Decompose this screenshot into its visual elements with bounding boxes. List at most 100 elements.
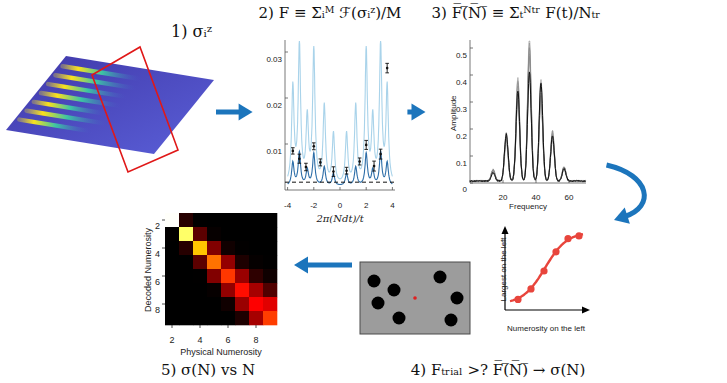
error-bar	[366, 140, 367, 149]
data-point	[365, 144, 368, 147]
tick	[256, 325, 257, 328]
axis-label: 4	[198, 336, 203, 346]
tick	[285, 52, 288, 53]
panel: 2) F ≡ Σᵢᴹ ℱ(σᵢᶻ)/M	[253, 2, 408, 226]
tick	[285, 98, 288, 99]
tick	[172, 325, 173, 328]
matrix-cell	[165, 311, 179, 325]
matrix-cell	[249, 311, 263, 325]
label-holder: 0.4	[456, 71, 469, 80]
matrix-cell	[263, 213, 277, 227]
arrow-shaft	[607, 165, 645, 217]
label-holder: 0	[463, 178, 469, 187]
matrix-cell	[235, 255, 249, 269]
tick	[287, 187, 288, 190]
label-holder: Amplitude	[442, 94, 451, 131]
data-point	[552, 248, 559, 255]
matrix-cell	[207, 213, 221, 227]
selection-box	[92, 47, 178, 172]
error-cap	[358, 164, 362, 165]
error-cap	[298, 163, 302, 164]
data-point	[379, 153, 382, 156]
label-holder: 2π(Ndt)/t	[316, 208, 365, 219]
matrix-cell	[179, 255, 193, 269]
tick	[340, 187, 341, 190]
label-holder: 2	[364, 194, 370, 203]
data-point	[373, 165, 376, 168]
error-cap	[379, 159, 383, 160]
error-cap	[345, 174, 349, 175]
matrix-cell	[235, 311, 249, 325]
matrix-cell	[235, 297, 249, 311]
heatmap-streak	[63, 66, 141, 79]
axis-title: Decoded Numerosity	[144, 228, 154, 312]
stimulus-dots	[368, 271, 464, 327]
matrix-cell	[249, 255, 263, 269]
spectrum-line	[470, 57, 586, 182]
sigmoid-curve	[510, 234, 583, 301]
axis-label: Physical Numerosity	[180, 348, 262, 358]
heatmap-plane	[6, 56, 214, 154]
data-point	[575, 232, 582, 239]
label-holder: Largest on the left	[492, 235, 501, 301]
data-point	[305, 166, 308, 169]
axis-line	[505, 309, 584, 310]
matrix-cell	[221, 241, 235, 255]
tick	[228, 325, 229, 328]
matrix-cell	[193, 269, 207, 283]
dot	[393, 312, 406, 325]
matrix-cell	[235, 269, 249, 283]
matrix-cell	[193, 227, 207, 241]
error-cap	[379, 149, 383, 150]
data-point	[319, 161, 322, 164]
error-bar	[320, 159, 321, 166]
axis-label: 0.5	[456, 52, 467, 61]
matrix-cell	[165, 283, 179, 297]
psychometric-curve	[510, 232, 583, 303]
tick	[162, 276, 165, 277]
axis-label: 40	[532, 194, 541, 203]
dot	[368, 275, 381, 288]
matrix-cell	[221, 213, 235, 227]
axis-label: -4	[284, 202, 291, 211]
tick	[470, 183, 473, 184]
matrix-cell	[249, 297, 263, 311]
matrix-cell	[193, 283, 207, 297]
label-holder: Decoded Numerosity	[137, 226, 147, 312]
axis-label: 8	[155, 306, 160, 316]
axis-label: Numerosity on the left	[507, 325, 585, 334]
tick	[470, 129, 473, 130]
matrix-cell	[165, 227, 179, 241]
spectrum-line	[470, 43, 586, 182]
matrix-cell	[165, 297, 179, 311]
tick	[285, 144, 288, 145]
matrix-cell	[165, 255, 179, 269]
plot-axes	[470, 40, 586, 183]
axis-label: 0.01	[266, 148, 282, 157]
panel: 4) Fₜᵣᵢₐₗ >? F̅(̅N̅)̅ → σ(N)	[352, 220, 644, 381]
tick	[392, 187, 393, 190]
spectrum-line	[470, 56, 586, 182]
matrix-cell	[207, 269, 221, 283]
data-point	[386, 67, 389, 70]
plot-axes	[285, 40, 395, 190]
error-cap	[372, 161, 376, 162]
axis-label: 2	[155, 222, 160, 232]
error-cap	[358, 157, 362, 158]
matrix-cell	[235, 213, 249, 227]
matrix-cell	[221, 297, 235, 311]
matrix-cell	[263, 255, 277, 269]
error-bar	[387, 63, 388, 73]
error-cap	[345, 167, 349, 168]
error-cap	[312, 149, 316, 150]
matrix-cell	[193, 213, 207, 227]
error-cap	[372, 171, 376, 172]
matrix-cell	[179, 283, 193, 297]
spectrum-line	[470, 47, 586, 182]
matrix-cell	[165, 269, 179, 283]
label-holder: 40	[532, 186, 542, 195]
label-holder: 4	[198, 329, 205, 339]
data-point	[313, 145, 316, 148]
axis-label: 20	[499, 194, 508, 203]
